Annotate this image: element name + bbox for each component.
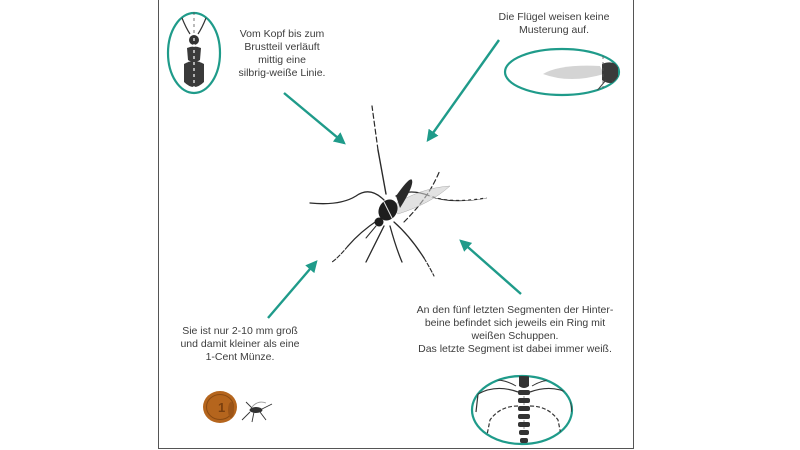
hind-leg-rings-icon [470,374,574,446]
arrow-head-thorax [283,92,346,145]
annotation-line: An den fünf letzten Segmenten der Hinter… [416,304,614,316]
annotation-line: 1-Cent Münze. [205,351,275,363]
annotation-line: mittig eine [258,54,306,66]
thorax-line-icon [166,11,222,95]
arrow-hind-legs [459,239,522,295]
coin-icon: 1 [203,391,237,423]
diagram-frame [158,0,634,449]
svg-text:1: 1 [218,400,225,415]
annotation-line: beine befindet sich jeweils ein Ring mit [424,317,606,329]
annotation-line: Brustteil verläuft [244,41,320,53]
small-mosquito-icon [241,401,273,423]
annotation-hind-legs: An den fünf letzten Segmenten der Hinter… [400,304,630,356]
arrow-wings [426,39,500,142]
wing-icon [503,47,621,97]
annotation-line: Vom Kopf bis zum [239,28,325,40]
annotation-wings: Die Flügel weisen keine Musterung auf. [484,11,624,37]
annotation-line: silbrig-weiße Linie. [238,67,326,79]
mosquito-illustration [309,105,491,277]
annotation-line: Sie ist nur 2-10 mm groß [182,325,298,337]
annotation-head-to-thorax: Vom Kopf bis zum Brustteil verläuft mitt… [222,28,342,80]
annotation-line: weißen Schuppen. [471,330,559,342]
arrows [267,39,522,319]
annotation-line: Das letzte Segment ist dabei immer weiß. [418,343,612,355]
annotation-line: Musterung auf. [518,24,590,36]
arrow-size [267,260,318,319]
annotation-line: Die Flügel weisen keine [498,11,610,23]
annotation-size: Sie ist nur 2-10 mm groß und damit klein… [166,325,314,364]
annotation-line: und damit kleiner als eine [180,338,300,350]
